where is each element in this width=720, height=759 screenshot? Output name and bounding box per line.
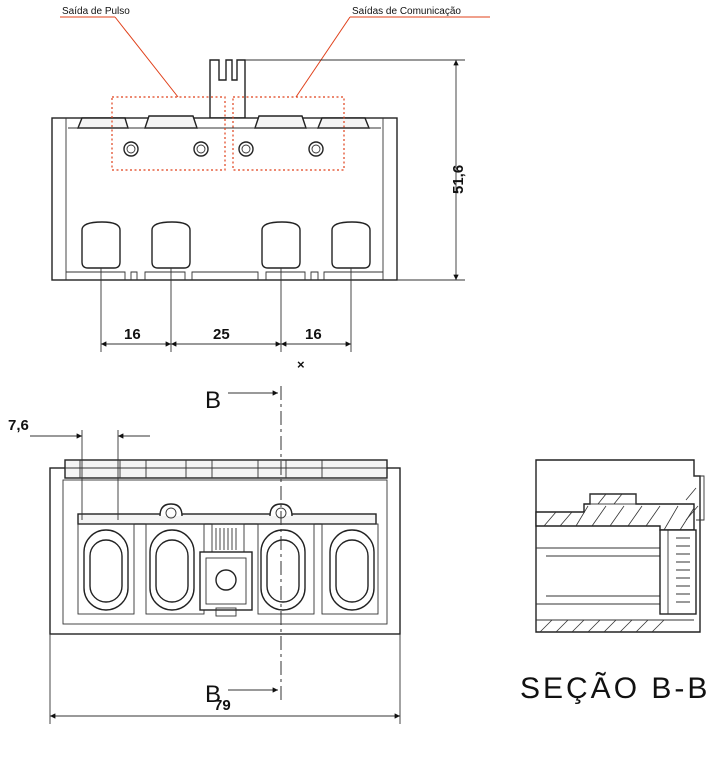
cable-cells <box>77 523 379 615</box>
comm-outputs-region <box>232 96 345 171</box>
cable-entries <box>81 221 371 269</box>
comm-outputs-label: Saídas de Comunicação <box>352 6 461 17</box>
section-marker-bottom: B <box>205 681 221 708</box>
center-latch <box>199 523 253 617</box>
section-hatching <box>539 487 699 633</box>
top-view: Saída de Pulso Saídas de Comunicação 51,… <box>51 6 490 372</box>
dimension-25: 25 <box>213 326 230 343</box>
height-dimension: 51,6 <box>450 165 467 194</box>
pulse-output-region <box>111 96 226 171</box>
dimension-79: 79 <box>214 697 231 714</box>
section-marker-top: B <box>205 387 221 414</box>
dimension-7-6: 7,6 <box>8 417 29 434</box>
section-title: SEÇÃO B-B <box>520 671 710 705</box>
front-view: B B 7,6 79 <box>8 386 401 724</box>
center-mark: × <box>297 357 305 372</box>
dimension-16-right: 16 <box>305 326 322 343</box>
section-b-b-view: SEÇÃO B-B <box>520 459 710 705</box>
dimension-16-left: 16 <box>124 326 141 343</box>
screw-heads <box>123 141 324 157</box>
pulse-output-label: Saída de Pulso <box>62 6 130 17</box>
